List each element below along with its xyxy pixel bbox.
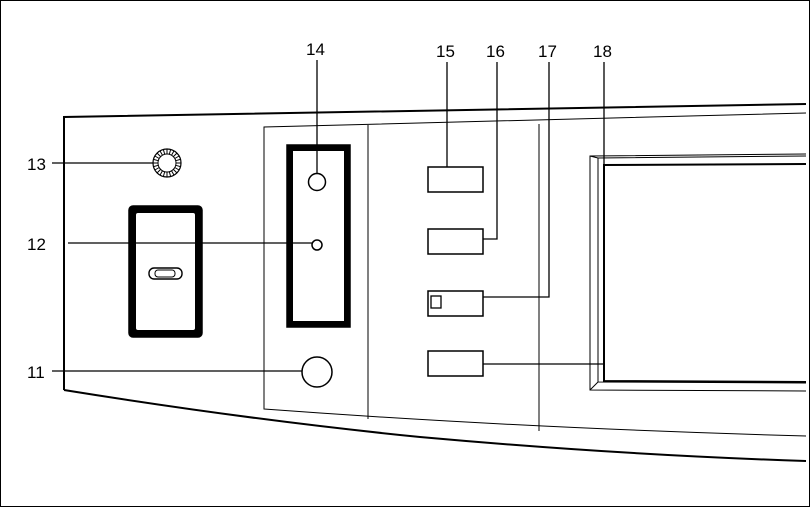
round-button[interactable] xyxy=(301,356,333,388)
knurl-tick xyxy=(174,167,180,171)
knurl-tick xyxy=(159,150,163,156)
knurl-tick xyxy=(168,171,172,177)
callout-15: 15 xyxy=(436,42,455,61)
knurl-tick xyxy=(159,170,163,176)
key-switch[interactable] xyxy=(128,205,203,338)
knurl-tick xyxy=(175,164,181,168)
leader-lines xyxy=(52,60,605,372)
knurl-tick xyxy=(162,171,166,177)
callout-13: 13 xyxy=(27,155,46,174)
rect-button-3[interactable] xyxy=(427,290,484,317)
small-round-button[interactable] xyxy=(307,172,327,192)
knurl-tick xyxy=(173,152,178,157)
inner-panel xyxy=(263,112,807,437)
knurl-tick xyxy=(162,149,166,155)
rect-button-1[interactable] xyxy=(427,166,484,193)
callout-11: 11 xyxy=(27,363,45,382)
knurl-tick xyxy=(154,155,160,159)
knurl-tick xyxy=(168,149,172,155)
indicator-led xyxy=(311,239,323,251)
knurl-tick xyxy=(171,150,175,156)
display-screen xyxy=(589,153,807,392)
knurl-tick xyxy=(153,164,159,168)
callout-12: 12 xyxy=(27,235,46,254)
knurl-tick xyxy=(156,152,161,157)
knurl-tick xyxy=(175,158,181,162)
callout-17: 17 xyxy=(538,42,557,61)
knurl-tick xyxy=(153,158,159,162)
callout-14: 14 xyxy=(306,40,325,59)
callout-18: 18 xyxy=(593,42,612,61)
indicator-module xyxy=(286,144,351,328)
knurl-tick xyxy=(174,155,180,159)
panel-body xyxy=(63,103,807,462)
rect-button-2[interactable] xyxy=(427,228,484,255)
callout-16: 16 xyxy=(486,42,505,61)
callout-labels: 13 12 11 14 15 16 17 18 xyxy=(27,40,612,382)
knurl-tick xyxy=(173,169,178,174)
rect-button-4[interactable] xyxy=(427,350,484,377)
knurl-tick xyxy=(154,167,160,171)
knurled-knob[interactable] xyxy=(152,148,182,178)
knurl-tick xyxy=(156,169,161,174)
knurl-tick xyxy=(171,170,175,176)
